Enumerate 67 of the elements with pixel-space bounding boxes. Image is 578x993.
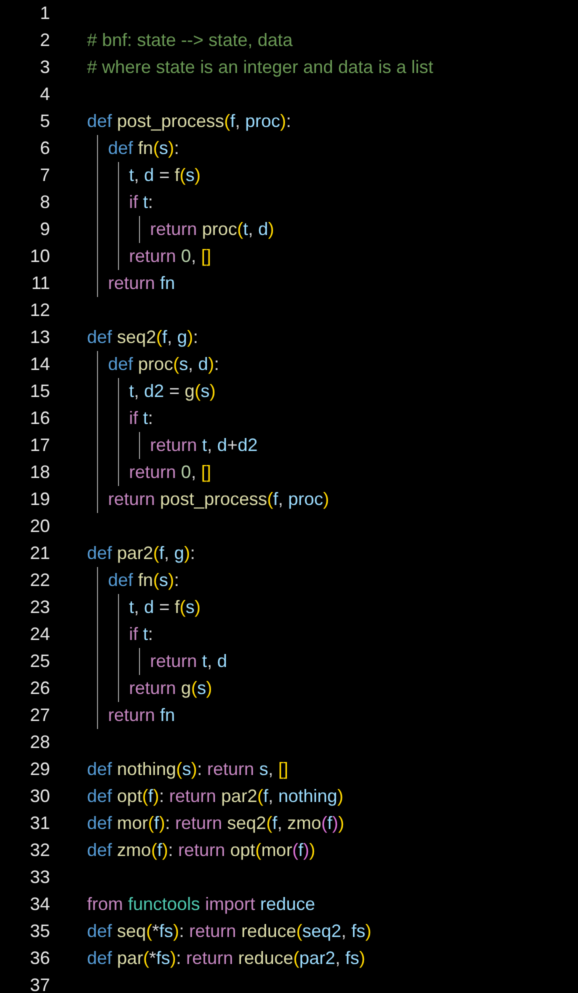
line-number: 25 — [28, 650, 50, 673]
code-line: def post_process(f, proc): — [87, 110, 292, 133]
line-number: 21 — [28, 542, 50, 565]
code-line: t, d2 = g(s) — [129, 380, 216, 403]
code-line: from functools import reduce — [87, 893, 316, 916]
code-line: if t: — [129, 623, 154, 646]
code-line: def seq(*fs): return reduce(seq2, fs) — [87, 920, 372, 943]
line-number: 15 — [28, 380, 50, 403]
code-line: def seq2(f, g): — [87, 326, 198, 349]
code-line: def opt(f): return par2(f, nothing) — [87, 785, 344, 808]
code-line: return t, d+d2 — [150, 434, 258, 457]
line-number: 13 — [28, 326, 50, 349]
line-number: 7 — [38, 164, 50, 187]
line-number: 20 — [28, 515, 50, 538]
line-number: 28 — [28, 731, 50, 754]
code-line: return fn — [108, 704, 176, 727]
line-number: 8 — [38, 191, 50, 214]
line-number: 12 — [28, 299, 50, 322]
code-line: return proc(t, d) — [150, 218, 274, 241]
code-line: if t: — [129, 191, 154, 214]
code-line: return t, d — [150, 650, 228, 673]
line-number: 5 — [38, 110, 50, 133]
line-number: 29 — [28, 758, 50, 781]
line-number: 31 — [28, 812, 50, 835]
line-number: 30 — [28, 785, 50, 808]
line-number: 11 — [30, 272, 50, 295]
line-number: 33 — [28, 866, 50, 889]
code-line: def fn(s): — [108, 137, 180, 160]
line-number: 17 — [28, 434, 50, 457]
code-line: # where state is an integer and data is a list — [87, 56, 434, 79]
line-number: 1 — [38, 2, 50, 25]
line-number: 24 — [28, 623, 50, 646]
code-line: return g(s) — [129, 677, 212, 700]
line-number: 18 — [28, 461, 50, 484]
line-number: 26 — [28, 677, 50, 700]
code-line: def par2(f, g): — [87, 542, 196, 565]
line-number: 14 — [28, 353, 50, 376]
line-number: 36 — [28, 947, 50, 970]
code-line: return 0, [] — [129, 461, 212, 484]
code-line: def fn(s): — [108, 569, 180, 592]
line-number: 23 — [28, 596, 50, 619]
line-number: 34 — [28, 893, 50, 916]
line-number: 35 — [28, 920, 50, 943]
line-number: 3 — [38, 56, 50, 79]
code-line: t, d = f(s) — [129, 596, 201, 619]
line-number: 22 — [28, 569, 50, 592]
code-line: def par(*fs): return reduce(par2, fs) — [87, 947, 366, 970]
code-line: return 0, [] — [129, 245, 212, 268]
line-number: 19 — [28, 488, 50, 511]
line-number: 4 — [38, 83, 50, 106]
code-line: # bnf: state --> state, data — [87, 29, 293, 52]
code-line: return fn — [108, 272, 176, 295]
line-number: 16 — [28, 407, 50, 430]
line-number: 32 — [28, 839, 50, 862]
code-line: def zmo(f): return opt(mor(f)) — [87, 839, 316, 862]
line-number: 27 — [28, 704, 50, 727]
code-line: t, d = f(s) — [129, 164, 201, 187]
code-line: def nothing(s): return s, [] — [87, 758, 288, 781]
line-number: 10 — [28, 245, 50, 268]
code-line: def proc(s, d): — [108, 353, 220, 376]
code-line: if t: — [129, 407, 154, 430]
code-line: def mor(f): return seq2(f, zmo(f)) — [87, 812, 344, 835]
line-number: 9 — [38, 218, 50, 241]
line-number: 6 — [38, 137, 50, 160]
line-number: 37 — [28, 974, 50, 993]
line-number: 2 — [38, 29, 50, 52]
code-line: return post_process(f, proc) — [108, 488, 330, 511]
